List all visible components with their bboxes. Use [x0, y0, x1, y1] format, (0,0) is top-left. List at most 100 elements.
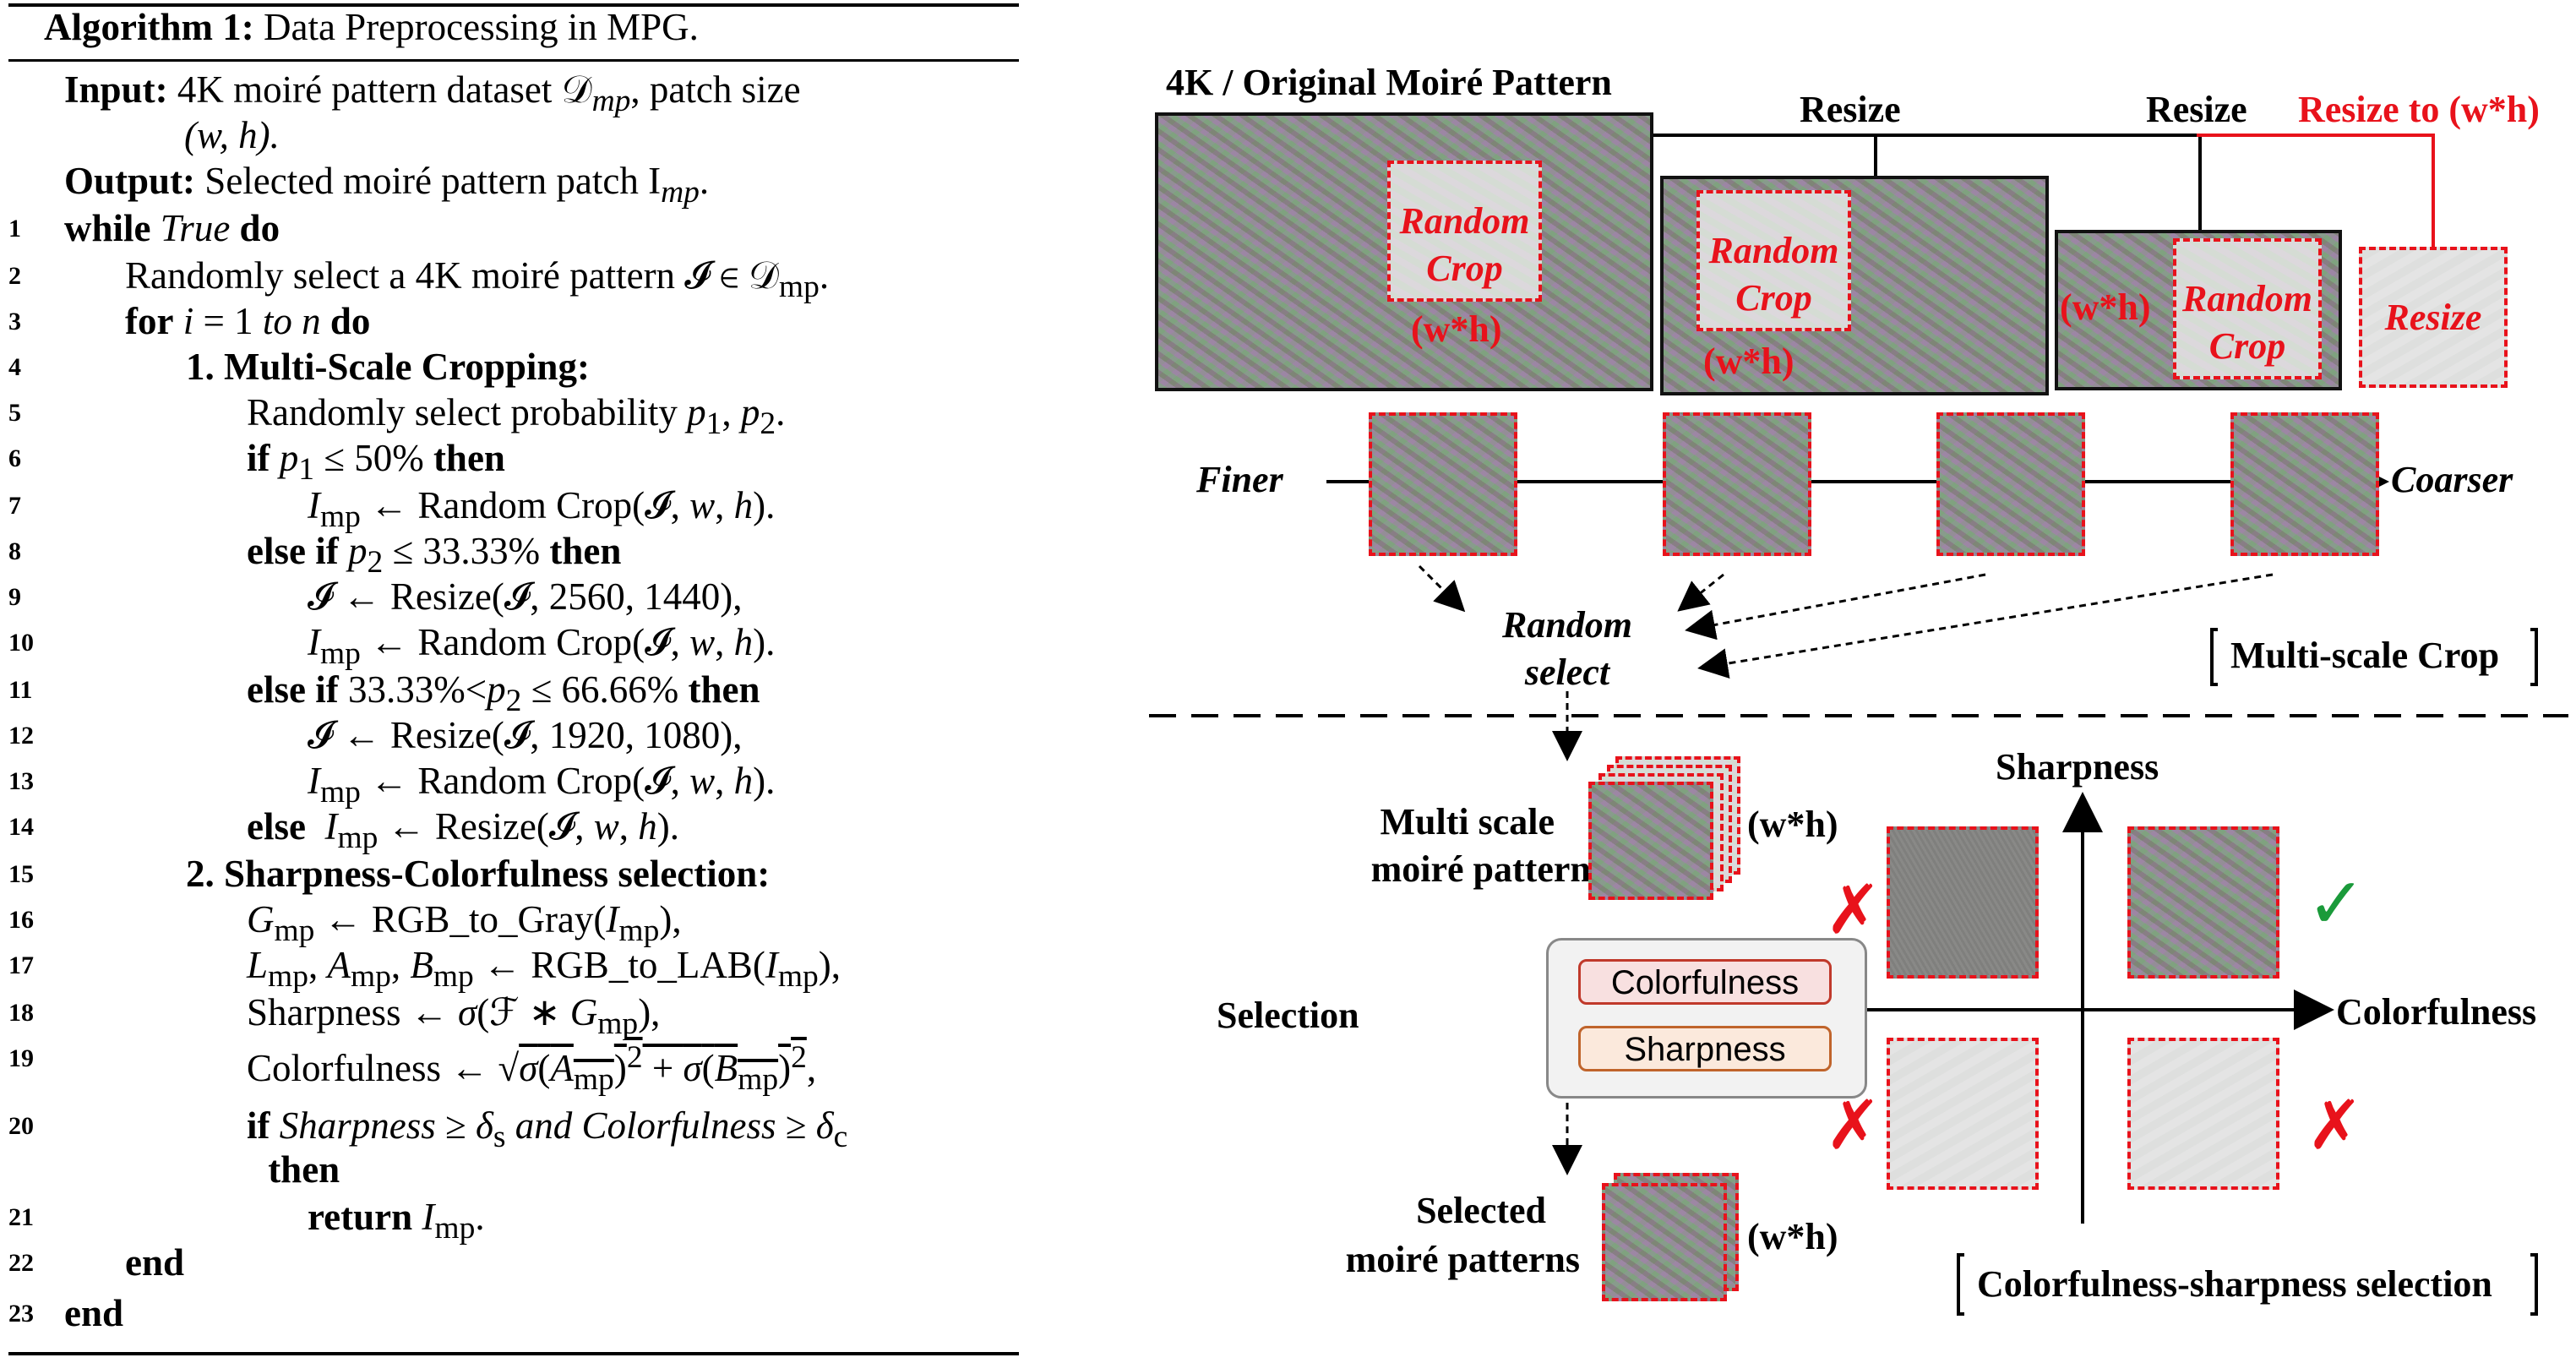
sharpness-pill: Sharpness — [1578, 1026, 1832, 1071]
finer-label: Finer — [1196, 459, 1283, 500]
cs-selection-label: Colorfulness-sharpness selection — [1977, 1263, 2492, 1305]
selection-label: Selection — [1217, 995, 1359, 1036]
pipeline-diagram: 4K / Original Moiré Pattern Resize Resiz… — [1132, 0, 2576, 1363]
line-number: 23 — [8, 1300, 34, 1328]
input-wh: (w, h). — [184, 114, 280, 156]
line-number: 20 — [8, 1112, 34, 1140]
line-code: if Sharpness ≥ δs and Colorfulness ≥ δc — [247, 1104, 848, 1154]
scale-patch-1 — [1369, 412, 1517, 556]
algorithm-label: Algorithm 1: — [44, 6, 254, 48]
cross-icon: ✗ — [1825, 870, 1882, 949]
title-rule — [8, 59, 1019, 62]
line-number: 22 — [8, 1249, 34, 1277]
wh-label-1: (w*h) — [1411, 308, 1502, 350]
algorithm-panel: Algorithm 1: Data Preprocessing in MPG. … — [0, 0, 1027, 1363]
input-line: Input: 4K moiré pattern dataset 𝒟mp, pat… — [0, 66, 1022, 118]
line-code: 2. Sharpness-Colorfulness selection: — [186, 853, 771, 895]
line-number: 12 — [8, 722, 34, 750]
line-code: for i = 1 to n do — [125, 300, 371, 342]
multi-scale-label: Multi scale moiré patterns — [1370, 801, 1605, 890]
algorithm-title: Algorithm 1: Data Preprocessing in MPG. — [44, 5, 699, 49]
random-crop-text-1: Random Crop — [1399, 200, 1530, 289]
line-number: 7 — [8, 492, 21, 520]
line-number: 3 — [8, 308, 21, 335]
algorithm-line: 3 for i = 1 to n do — [0, 297, 1022, 345]
line-number: 2 — [8, 262, 21, 290]
output-label: Output: — [64, 160, 196, 202]
line-number: 15 — [8, 860, 34, 888]
line-code: return Imp. — [308, 1196, 485, 1246]
line-number: 21 — [8, 1203, 34, 1231]
line-number: 16 — [8, 906, 34, 934]
colorfulness-pill: Colorfulness — [1578, 959, 1832, 1005]
algorithm-line: 20 if Sharpness ≥ δs and Colorfulness ≥ δ… — [0, 1102, 1022, 1154]
line-code: then — [268, 1148, 340, 1191]
crop-region-2: Random Crop — [1696, 190, 1851, 331]
line-number: 1 — [8, 215, 21, 243]
line-code: 1. Multi-Scale Cropping: — [186, 346, 590, 388]
algorithm-line: 15 2. Sharpness-Colorfulness selection: — [0, 850, 1022, 897]
line-code: 𝓘 ← Resize(𝓘, 2560, 1440), — [308, 575, 743, 618]
resize-to-label: Resize to (w*h) — [2298, 89, 2540, 130]
random-crop-text-2: Random Crop — [1708, 230, 1839, 319]
line-code: else if p2 ≤ 33.33% then — [247, 530, 622, 580]
line-code: Lmp, Amp, Bmp ← RGB_to_LAB(Imp), — [247, 944, 841, 994]
line-number: 4 — [8, 353, 21, 381]
quadrant-blur-colorful — [2127, 1038, 2279, 1190]
line-number: 18 — [8, 999, 34, 1027]
input-text2: , patch size — [630, 68, 801, 111]
bottom-rule — [8, 1352, 1019, 1355]
wh-label-stack: (w*h) — [1747, 804, 1838, 845]
quadrant-sharp-colorful — [2127, 826, 2279, 979]
axis-sharpness-label: Sharpness — [1996, 746, 2159, 788]
axis-colorfulness-label: Colorfulness — [2336, 991, 2537, 1033]
line-code: Randomly select probability p1, p2. — [247, 391, 786, 441]
multi-scale-stack — [1588, 782, 1713, 900]
scale-patch-2 — [1663, 412, 1811, 556]
line-code: 𝓘 ← Resize(𝓘, 1920, 1080), — [308, 714, 743, 756]
line-number: 19 — [8, 1044, 34, 1072]
output-line: Output: Selected moiré pattern patch Imp… — [64, 160, 710, 210]
wh-label-selected: (w*h) — [1747, 1216, 1838, 1257]
cross-icon: ✗ — [2306, 1086, 2364, 1164]
line-code: else if 33.33%<p2 ≤ 66.66% then — [247, 668, 760, 718]
random-select-label: Random select — [1501, 604, 1633, 693]
line-code: Colorfulness ← √σ(Amp)2 + σ(Bmp)2, — [247, 1040, 817, 1097]
line-code: Sharpness ← σ(ℱ ∗ Gmp), — [247, 991, 661, 1041]
line-code: Imp ← Random Crop(𝓘, w, h). — [308, 621, 776, 671]
algorithm-line: 23 end — [0, 1289, 1022, 1337]
check-icon: ✓ — [2306, 862, 2366, 945]
random-crop-text-3: Random Crop — [2181, 278, 2313, 367]
multiscale-crop-label: Multi-scale Crop — [2230, 635, 2500, 676]
selected-label: Selected moiré patterns — [1345, 1190, 1580, 1280]
selected-stack — [1602, 1183, 1727, 1301]
resize-result: Resize — [2359, 247, 2508, 388]
algorithm-line: 12 𝓘 ← Resize(𝓘, 1920, 1080), — [0, 711, 1022, 759]
line-number: 10 — [8, 629, 34, 657]
cross-icon: ✗ — [1825, 1086, 1882, 1164]
algorithm-line: 10 Imp ← Random Crop(𝓘, w, h). — [0, 619, 1022, 671]
resize-label-2: Resize — [2146, 89, 2247, 130]
coarser-label: Coarser — [2391, 459, 2513, 500]
line-number: 14 — [8, 813, 34, 841]
quadrant-sharp-gray — [1887, 826, 2039, 979]
scale-patch-4 — [2230, 412, 2379, 556]
resize-to-connector — [2197, 134, 2435, 247]
line-code: Imp ← Random Crop(𝓘, w, h). — [308, 760, 776, 810]
line-code: while True do — [64, 207, 280, 249]
line-number: 9 — [8, 583, 21, 611]
algorithm-line: 21 return Imp. — [0, 1193, 1022, 1246]
algorithm-line: 18 Sharpness ← σ(ℱ ∗ Gmp), — [0, 989, 1022, 1041]
input-label: Input: — [64, 68, 168, 111]
line-code: end — [64, 1292, 124, 1334]
